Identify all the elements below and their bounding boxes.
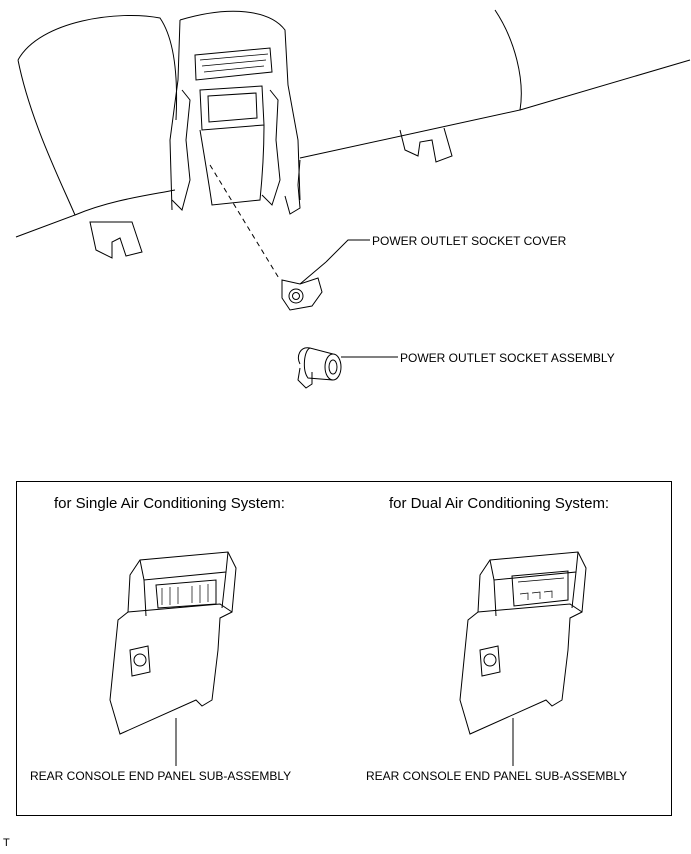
variant-frame [16, 481, 672, 816]
dashed-guide-line [209, 164, 281, 281]
console-illustration [15, 9, 691, 389]
single-ac-vents [155, 579, 217, 609]
right-seat-floor [519, 59, 691, 111]
right-seat-outline [299, 9, 522, 159]
right-bracket-2 [284, 159, 301, 215]
console-frame [169, 10, 301, 211]
socket-assembly-label: POWER OUTLET SOCKET ASSEMBLY [400, 351, 615, 365]
socket-cover-label: POWER OUTLET SOCKET COVER [372, 234, 567, 248]
dual-ac-socket [479, 645, 501, 677]
console-side-left [171, 89, 191, 211]
console-side-right [261, 89, 281, 206]
left-seat-base [74, 189, 176, 216]
left-seat-outline [15, 14, 178, 238]
dual-ac-end-panel [459, 551, 587, 735]
dual-ac-control-panel [511, 570, 569, 607]
single-ac-caption: for Single Air Conditioning System: [54, 495, 285, 512]
console-top-detail [199, 53, 269, 73]
socket-cover-part [281, 261, 327, 311]
dual-ac-part-label: REAR CONSOLE END PANEL SUB-ASSEMBLY [366, 769, 628, 783]
single-ac-end-panel [109, 551, 237, 735]
socket-assembly-part [297, 347, 342, 389]
single-ac-socket [129, 645, 151, 677]
socket-cover-leader [325, 239, 370, 263]
left-bracket [89, 221, 143, 259]
console-opening-inner [207, 92, 258, 123]
single-ac-part-label: REAR CONSOLE END PANEL SUB-ASSEMBLY [30, 769, 292, 783]
dual-ac-caption: for Dual Air Conditioning System: [389, 495, 610, 512]
right-bracket [399, 127, 453, 163]
corner-mark: T [3, 837, 10, 849]
console-lower [199, 124, 265, 206]
console-top [194, 47, 273, 81]
